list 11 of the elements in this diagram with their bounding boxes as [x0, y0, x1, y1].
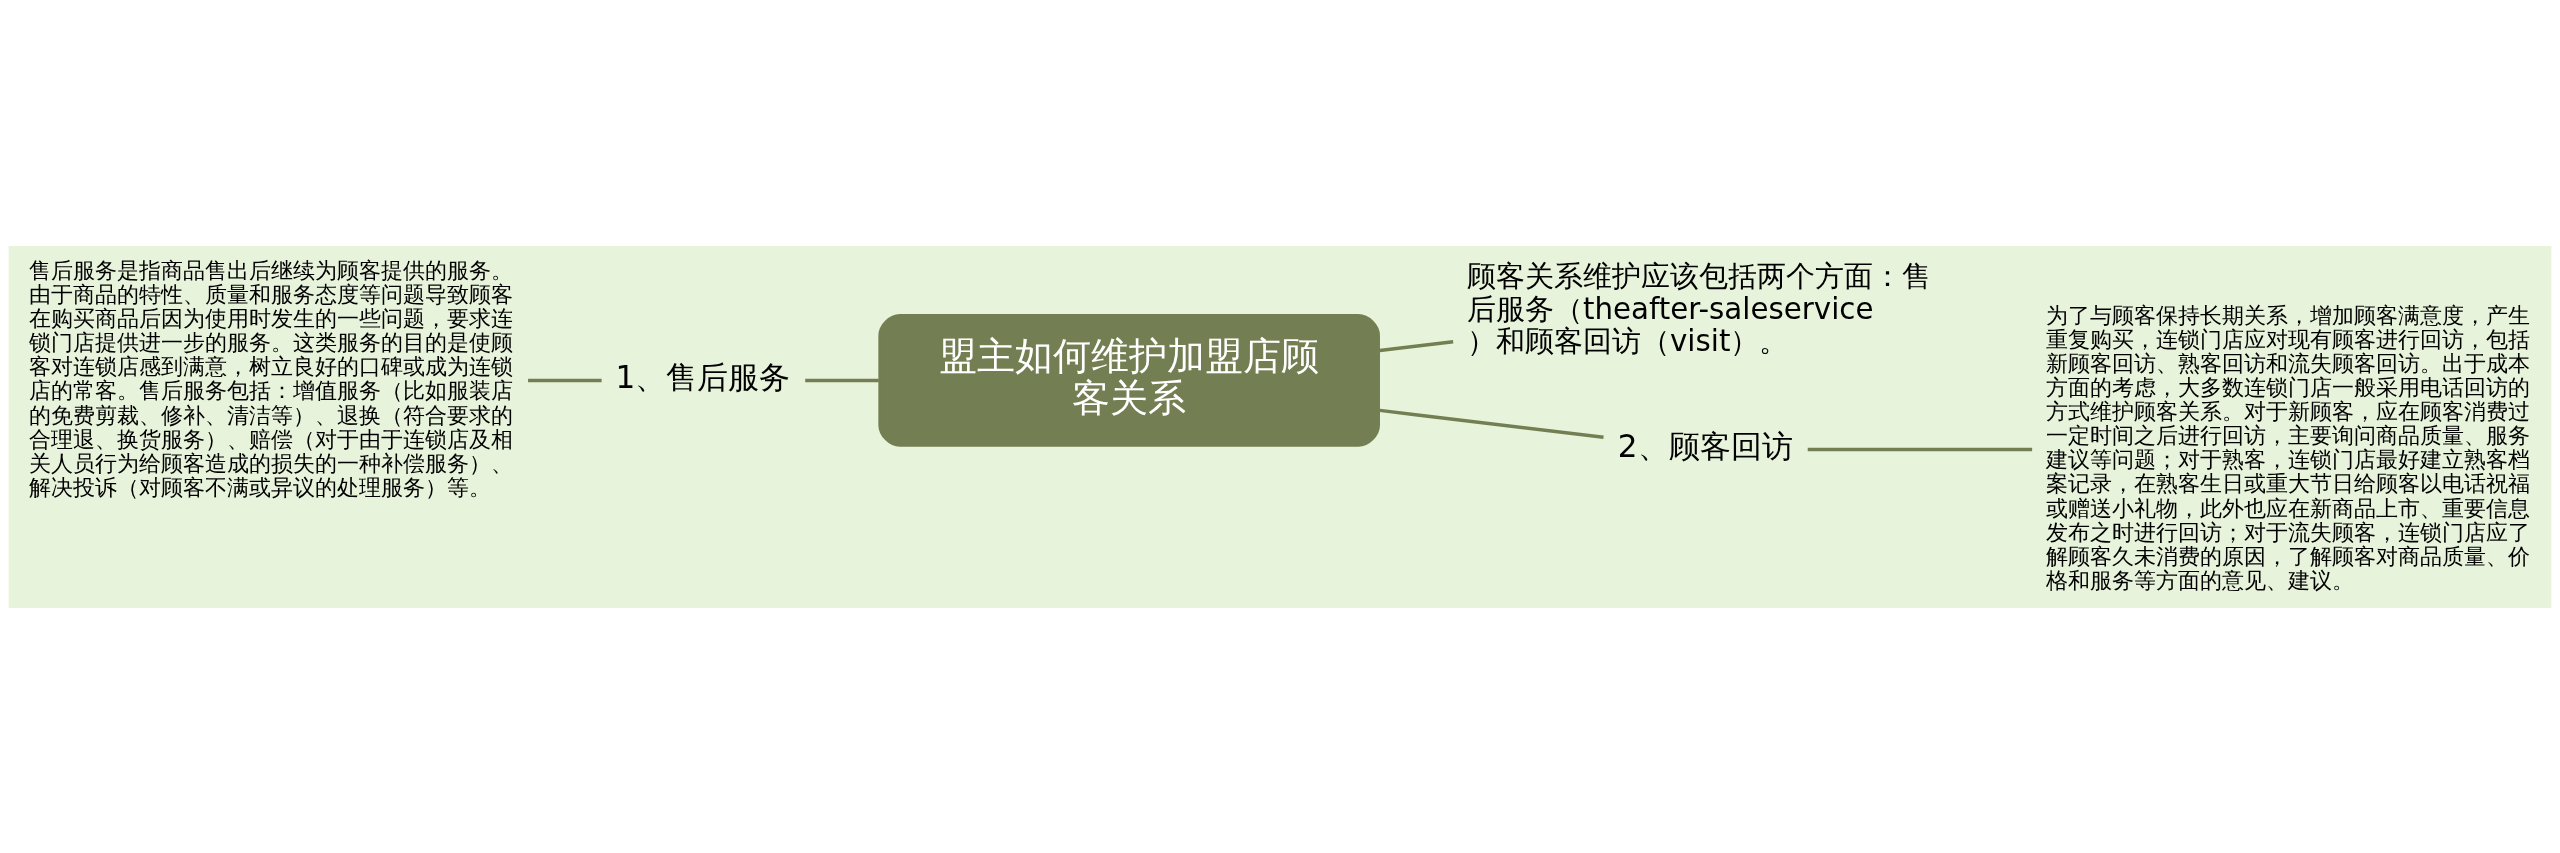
node-text: 顾客关系维护应该包括两个方面：售后服务（theafter-saleservice）和顾客回访（visit）。	[1467, 258, 1932, 358]
connector	[528, 378, 602, 382]
connector	[1379, 408, 1604, 439]
connector	[805, 378, 879, 382]
node-text: 售后服务是指商品售出后继续为顾客提供的服务。由于商品的特性、质量和服务态度等问题导致顾客在购买商品后因为使用时发生的一些问题，要求连锁门店提供进一步的服务。这类服务的目的是使顾客对连锁店感到满意，树立良好的口碑或成为连锁店的常客。售后服务包括：增值服务（比如服装店的免费剪裁、修补、清洁等）、退换（符合要求的合理退、换货服务）、赔偿（对于由于连锁店及相关人员行为给顾客造成的损失的一种补偿服务）、解决投诉（对顾客不满或异议的处理服务）等。	[29, 256, 514, 500]
connector	[1379, 339, 1454, 352]
node-box: 盟主如何维护加盟店顾客关系	[878, 313, 1380, 447]
node-text: 1、售后服务	[615, 358, 791, 395]
node-text: 2、顾客回访	[1617, 427, 1793, 464]
connector	[1807, 447, 2033, 451]
node-text: 为了与顾客保持长期关系，增加顾客满意度，产生重复购买，连锁门店应对现有顾客进行回访，包括新顾客回访、熟客回访和流失顾客回访。出于成本方面的考虑，大多数连锁门店一般采用电话回访的方式维护顾客关系。对于新顾客，应在顾客消费过一定时间之后进行回访，主要询问商品质量、服务建议等问题；对于熟客，连锁门店最好建立熟客档案记录，在熟客生日或重大节日给顾客以电话祝福或赠送小礼物，此外也应在新商品上市、重要信息发布之时进行回访；对于流失顾客，连锁门店应了解顾客久未消费的原因，了解顾客对商品质量、价格和服务等方面的意见、建议。	[2046, 301, 2531, 593]
